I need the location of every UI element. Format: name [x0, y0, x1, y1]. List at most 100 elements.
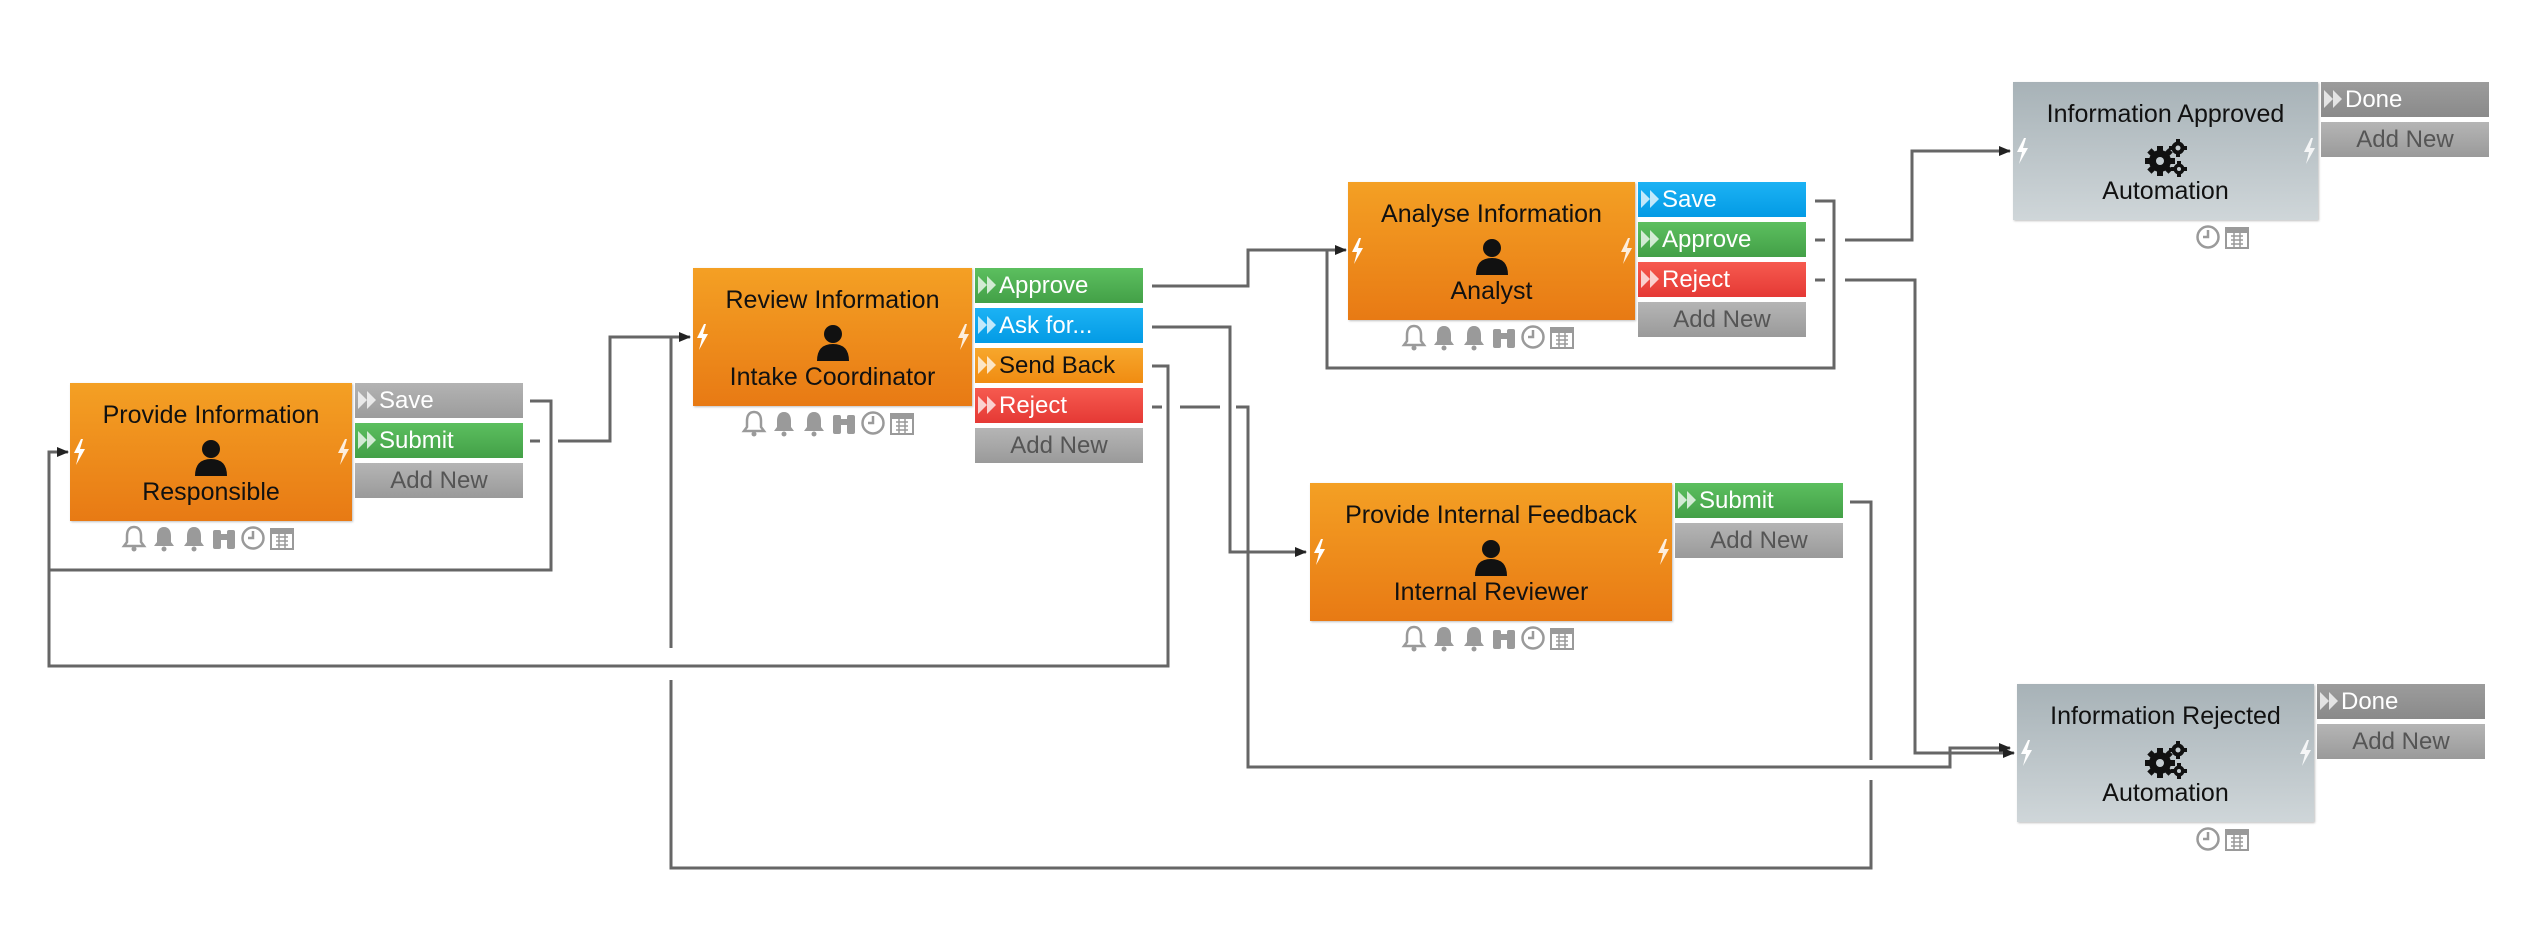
action-label: Save — [379, 387, 434, 414]
clock-icon[interactable] — [240, 525, 266, 551]
step-information-rejected[interactable]: Information Rejected Automation — [2017, 684, 2314, 822]
step-role: Intake Coordinator — [729, 363, 936, 391]
fast-forward-icon — [1641, 270, 1659, 288]
action-label: Reject — [999, 392, 1068, 419]
step-title: Provide Information — [102, 401, 320, 429]
action-send-back-button[interactable]: Send Back — [975, 348, 1143, 383]
calendar-icon[interactable] — [2223, 825, 2251, 853]
connector-sendback-provide — [47, 364, 1170, 668]
step-icon-row — [2195, 825, 2251, 853]
calendar-icon[interactable] — [1548, 323, 1576, 351]
action-submit-button[interactable]: Submit — [1675, 483, 1843, 518]
fast-forward-icon — [978, 316, 996, 334]
step-provide-internal-feedback[interactable]: Provide Internal Feedback Internal Revie… — [1310, 483, 1672, 621]
step-review-information[interactable]: Review Information Intake Coordinator — [693, 268, 972, 406]
action-label: Add New — [390, 467, 488, 494]
bell-icon[interactable] — [800, 409, 828, 437]
connector-analyse-save-loop — [1325, 199, 1836, 370]
fast-forward-icon — [358, 431, 376, 449]
bell-icon[interactable] — [1460, 624, 1488, 652]
binoculars-icon[interactable] — [1490, 323, 1518, 351]
fast-forward-icon — [1641, 190, 1659, 208]
bell-outline-icon[interactable] — [120, 524, 148, 552]
bell-icon[interactable] — [1430, 624, 1458, 652]
user-icon — [816, 325, 849, 361]
fast-forward-icon — [2324, 90, 2342, 108]
action-submit-button[interactable]: Submit — [355, 423, 523, 458]
clock-icon[interactable] — [860, 410, 886, 436]
bell-icon[interactable] — [1430, 323, 1458, 351]
add-new-button[interactable]: Add New — [355, 463, 523, 498]
action-approve-button[interactable]: Approve — [1638, 222, 1806, 257]
bell-icon[interactable] — [770, 409, 798, 437]
step-role: Automation — [2102, 779, 2229, 807]
connector-askfor-feedback — [1152, 325, 1307, 557]
action-done-button[interactable]: Done — [2317, 684, 2485, 719]
action-label: Add New — [2356, 126, 2454, 153]
step-role: Responsible — [142, 478, 280, 506]
lightning-icon — [958, 324, 969, 350]
binoculars-icon[interactable] — [210, 524, 238, 552]
step-role: Automation — [2102, 177, 2229, 205]
bell-outline-icon[interactable] — [1400, 624, 1428, 652]
add-new-button[interactable]: Add New — [2317, 724, 2485, 759]
fast-forward-icon — [1641, 230, 1659, 248]
bell-icon[interactable] — [180, 524, 208, 552]
clock-icon[interactable] — [2195, 224, 2221, 250]
step-icon-row — [1400, 323, 1576, 351]
clock-icon[interactable] — [2195, 826, 2221, 852]
fast-forward-icon — [978, 396, 996, 414]
action-reject-button[interactable]: Reject — [975, 388, 1143, 423]
step-role: Internal Reviewer — [1393, 578, 1589, 606]
lightning-icon — [1621, 238, 1632, 264]
action-label: Ask for... — [999, 312, 1093, 339]
binoculars-icon[interactable] — [1490, 624, 1518, 652]
step-title: Review Information — [725, 286, 940, 314]
step-title: Provide Internal Feedback — [1345, 501, 1637, 529]
fast-forward-icon — [1678, 491, 1696, 509]
step-provide-information[interactable]: Provide Information Responsible — [70, 383, 352, 521]
action-label: Submit — [1699, 487, 1774, 514]
calendar-icon[interactable] — [268, 524, 296, 552]
action-ask-for-button[interactable]: Ask for... — [975, 308, 1143, 343]
lightning-icon — [2304, 138, 2315, 164]
action-approve-button[interactable]: Approve — [975, 268, 1143, 303]
action-save-button[interactable]: Save — [355, 383, 523, 418]
action-label: Add New — [1673, 306, 1771, 333]
lightning-icon — [2021, 740, 2032, 766]
add-new-button[interactable]: Add New — [2321, 122, 2489, 157]
action-label: Done — [2341, 688, 2399, 715]
action-save-button[interactable]: Save — [1638, 182, 1806, 217]
connector-approve-analyse — [1152, 245, 1347, 288]
add-new-button[interactable]: Add New — [975, 428, 1143, 463]
user-icon — [1475, 540, 1507, 576]
step-title: Information Rejected — [2050, 702, 2281, 730]
add-new-button[interactable]: Add New — [1638, 302, 1806, 337]
step-information-approved[interactable]: Information Approved Automation — [2013, 82, 2318, 220]
lightning-icon — [338, 439, 349, 465]
fast-forward-icon — [358, 391, 376, 409]
calendar-icon[interactable] — [888, 409, 916, 437]
bell-icon[interactable] — [150, 524, 178, 552]
binoculars-icon[interactable] — [830, 409, 858, 437]
step-icon-row — [740, 409, 916, 437]
bell-icon[interactable] — [1460, 323, 1488, 351]
step-analyse-information[interactable]: Analyse Information Analyst — [1348, 182, 1635, 320]
clock-icon[interactable] — [1520, 324, 1546, 350]
lightning-icon — [1352, 238, 1363, 264]
calendar-icon[interactable] — [2223, 223, 2251, 251]
add-new-button[interactable]: Add New — [1675, 523, 1843, 558]
step-title: Analyse Information — [1381, 200, 1602, 228]
bell-outline-icon[interactable] — [740, 409, 768, 437]
connector-save-loop — [47, 399, 553, 572]
lightning-icon — [1314, 539, 1325, 565]
step-icon-row — [120, 524, 296, 552]
calendar-icon[interactable] — [1548, 624, 1576, 652]
action-label: Submit — [379, 427, 454, 454]
connector-feedback-submit — [669, 337, 1873, 870]
bell-outline-icon[interactable] — [1400, 323, 1428, 351]
clock-icon[interactable] — [1520, 625, 1546, 651]
action-done-button[interactable]: Done — [2321, 82, 2489, 117]
user-icon — [195, 440, 227, 476]
action-reject-button[interactable]: Reject — [1638, 262, 1806, 297]
